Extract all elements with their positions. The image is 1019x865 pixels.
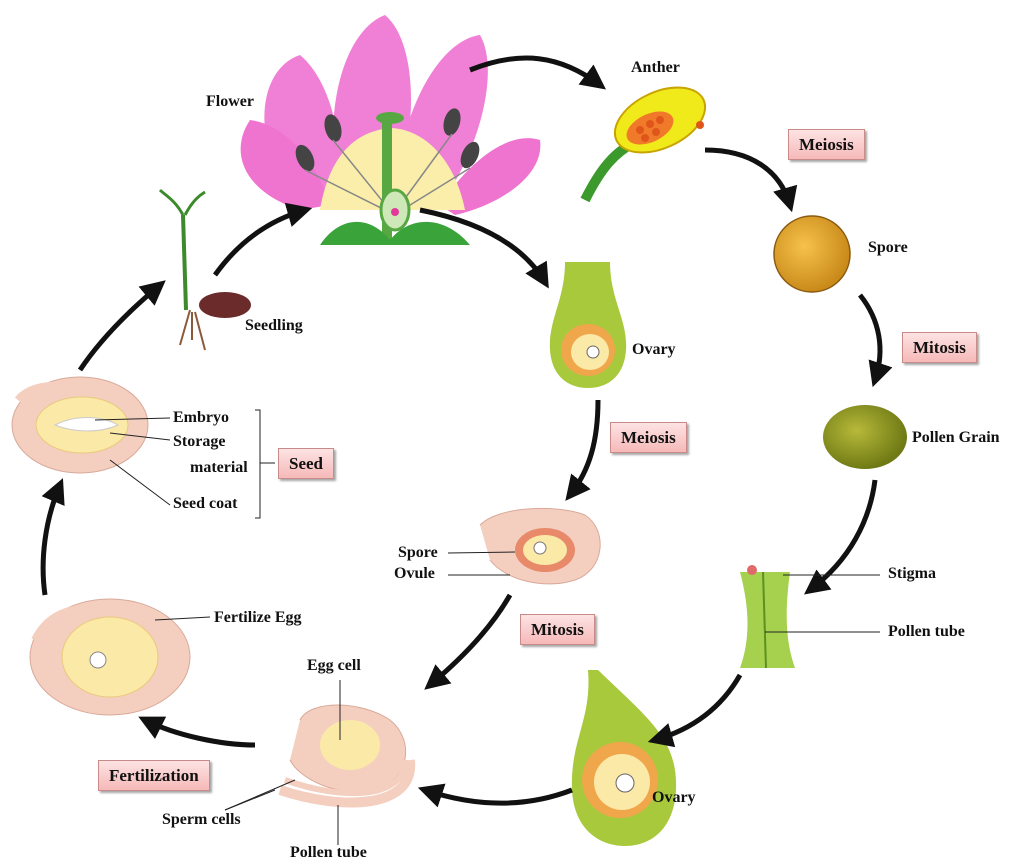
meiosis-box-1: Meiosis — [788, 129, 865, 160]
arrow-eggcell-to-fertilized — [145, 720, 255, 745]
flower-illustration — [241, 15, 541, 245]
arrow-spore-to-pollen — [860, 295, 880, 380]
seed-illustration — [12, 377, 148, 473]
stigma-illustration — [740, 565, 795, 668]
arrow-ovule-to-eggcell — [430, 595, 510, 685]
ovary-label-2: Ovary — [652, 790, 696, 806]
fertilize-egg-label: Fertilize Egg — [214, 610, 302, 626]
arrow-ovary-to-ovule — [570, 400, 598, 495]
ovary-bottom-illustration — [572, 670, 676, 846]
meiosis-box-2: Meiosis — [610, 422, 687, 453]
seed-box: Seed — [278, 448, 334, 479]
pollen-grain-label: Pollen Grain — [912, 430, 1000, 446]
egg-cell-label: Egg cell — [307, 658, 361, 674]
pollen-tube-label-1: Pollen tube — [888, 624, 965, 640]
arrow-stigma-to-ovary — [655, 675, 740, 740]
arrow-flower-to-ovary — [420, 210, 545, 282]
arrow-anther-to-spore — [705, 150, 790, 205]
spore-illustration — [774, 216, 850, 292]
ovary-top-illustration — [550, 262, 626, 388]
storage-label: Storage — [173, 434, 225, 450]
seed-coat-label: Seed coat — [173, 496, 237, 512]
arrow-flower-to-anther — [470, 58, 600, 85]
seedling-illustration — [160, 190, 251, 350]
material-label: material — [190, 460, 248, 476]
arrow-fertilized-to-seed — [43, 485, 60, 595]
arrow-seed-to-seedling — [80, 285, 160, 370]
ovary-label-1: Ovary — [632, 342, 676, 358]
spore-label-2: Spore — [398, 545, 438, 561]
spore-label-1: Spore — [868, 240, 908, 256]
anther-label: Anther — [631, 60, 680, 76]
arrow-ovary-to-eggcell — [425, 790, 572, 803]
ovule-label: Ovule — [394, 566, 435, 582]
arrow-seedling-to-flower — [215, 210, 305, 275]
egg-cell-illustration — [280, 705, 410, 802]
ovule-illustration — [480, 508, 600, 583]
sperm-cells-label: Sperm cells — [162, 812, 241, 828]
fertilization-box: Fertilization — [98, 760, 210, 791]
pollen-tube-label-2: Pollen tube — [290, 845, 367, 861]
mitosis-box-1: Mitosis — [902, 332, 977, 363]
anther-illustration — [585, 74, 715, 200]
flower-label: Flower — [206, 94, 254, 110]
embryo-label: Embryo — [173, 410, 229, 426]
fertilized-egg-illustration — [30, 599, 190, 715]
mitosis-box-2: Mitosis — [520, 614, 595, 645]
stigma-label: Stigma — [888, 566, 936, 582]
arrow-pollen-to-stigma — [810, 480, 875, 590]
seedling-label: Seedling — [245, 318, 303, 334]
pollen-grain-illustration — [823, 405, 907, 469]
